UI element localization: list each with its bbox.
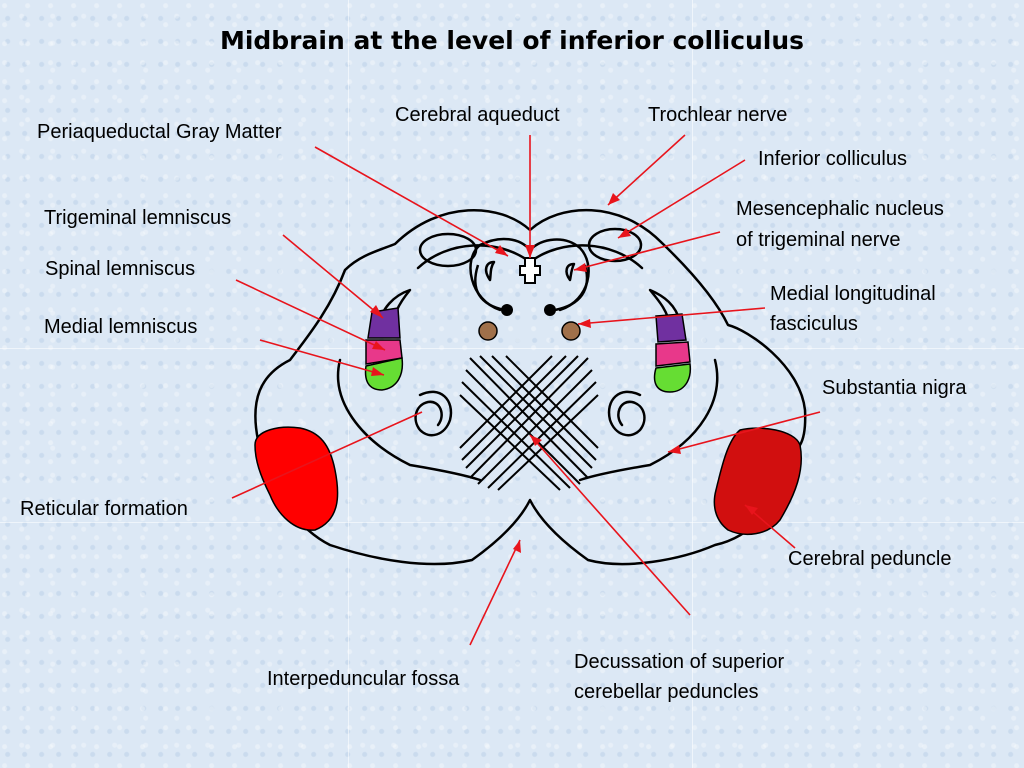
arrowhead <box>618 228 631 238</box>
trigeminal-lemniscus-left <box>367 307 401 339</box>
label-cerebral-aqueduct: Cerebral aqueduct <box>395 104 560 126</box>
arrowhead <box>371 367 384 376</box>
cerebral-peduncle-right <box>713 427 803 536</box>
arrowhead <box>495 245 508 256</box>
arrowhead <box>578 319 591 328</box>
reticular-formation-right <box>607 390 646 437</box>
pointer-trigeminal-lemniscus <box>282 234 384 319</box>
pointer-mesencephalic-nucleus <box>573 231 721 271</box>
label-trigeminal-lemniscus: Trigeminal lemniscus <box>44 207 232 229</box>
page-title: Midbrain at the level of inferior collic… <box>219 26 805 55</box>
background-grid-line <box>0 522 1024 523</box>
medial-lemniscus-right <box>653 363 692 393</box>
pointer-decussation <box>529 434 691 616</box>
arrowhead <box>513 540 521 553</box>
pointer-inferior-colliculus <box>617 159 746 239</box>
background-grid-line <box>692 0 693 768</box>
background-grid-line <box>348 0 349 768</box>
tegmentum-curve-left <box>336 358 482 482</box>
label-decussation-line2: cerebellar peduncles <box>574 681 759 703</box>
label-mlf-line2: fasciculus <box>770 313 858 335</box>
reticular-formation-left <box>414 390 453 437</box>
pointer-spinal-lemniscus <box>235 279 386 351</box>
spinal-lemniscus-right <box>655 341 691 367</box>
tegmentum-curve-right <box>578 358 719 482</box>
cerebral-peduncle-left <box>254 426 339 531</box>
medial-longitudinal-fasciculus-left <box>478 321 498 341</box>
pointer-arrowheads <box>370 193 758 553</box>
medial-lemniscus-left <box>364 357 404 391</box>
midbrain-outline <box>254 208 807 566</box>
arrowhead <box>372 341 385 350</box>
mesencephalic-nucleus-left <box>484 260 496 282</box>
background-grid-line <box>0 348 1024 349</box>
label-substantia-nigra: Substantia nigra <box>822 377 967 399</box>
label-mesencephalic-nucleus-line1: Mesencephalic nucleus <box>736 198 944 220</box>
arrowhead <box>608 193 620 205</box>
label-mesencephalic-nucleus-line2: of trigeminal nerve <box>736 229 901 251</box>
label-cerebral-peduncle: Cerebral peduncle <box>788 548 952 570</box>
pointer-substantia-nigra <box>667 411 821 453</box>
label-periaqueductal-gray: Periaqueductal Gray Matter <box>37 121 282 143</box>
label-mlf-line1: Medial longitudinal <box>770 283 936 305</box>
pointer-medial-lemniscus <box>259 339 385 376</box>
trigeminal-lemniscus-right <box>655 313 687 343</box>
pointer-interpeduncular-fossa <box>469 539 521 646</box>
label-medial-lemniscus: Medial lemniscus <box>44 316 198 338</box>
label-reticular-formation: Reticular formation <box>20 498 188 520</box>
inferior-colliculus-right <box>587 227 643 263</box>
label-trochlear-nerve: Trochlear nerve <box>648 104 788 126</box>
medial-longitudinal-fasciculus-right <box>561 321 581 341</box>
trochlear-hook-left <box>474 264 506 312</box>
mlf-dot-right <box>544 304 556 316</box>
pointer-trochlear-nerve <box>607 134 686 206</box>
pointer-lines <box>231 134 821 646</box>
pointer-reticular-formation <box>231 411 423 499</box>
cerebral-aqueduct <box>519 257 541 284</box>
pointer-mlf <box>577 307 766 325</box>
label-spinal-lemniscus: Spinal lemniscus <box>45 258 196 280</box>
arrowhead <box>525 245 535 258</box>
mlf-dot-left <box>501 304 513 316</box>
mesencephalic-nucleus-right <box>565 262 576 282</box>
label-interpeduncular-fossa: Interpeduncular fossa <box>267 668 460 690</box>
pointer-periaqueductal-gray <box>314 146 509 257</box>
arrowhead <box>668 445 681 454</box>
label-decussation-line1: Decussation of superior <box>574 651 785 673</box>
decussation-crosshatch <box>459 355 599 491</box>
arrowhead <box>370 305 383 318</box>
arrowhead <box>574 263 587 272</box>
label-inferior-colliculus: Inferior colliculus <box>758 148 907 170</box>
arrowhead <box>745 505 758 515</box>
arrowhead <box>530 435 542 446</box>
